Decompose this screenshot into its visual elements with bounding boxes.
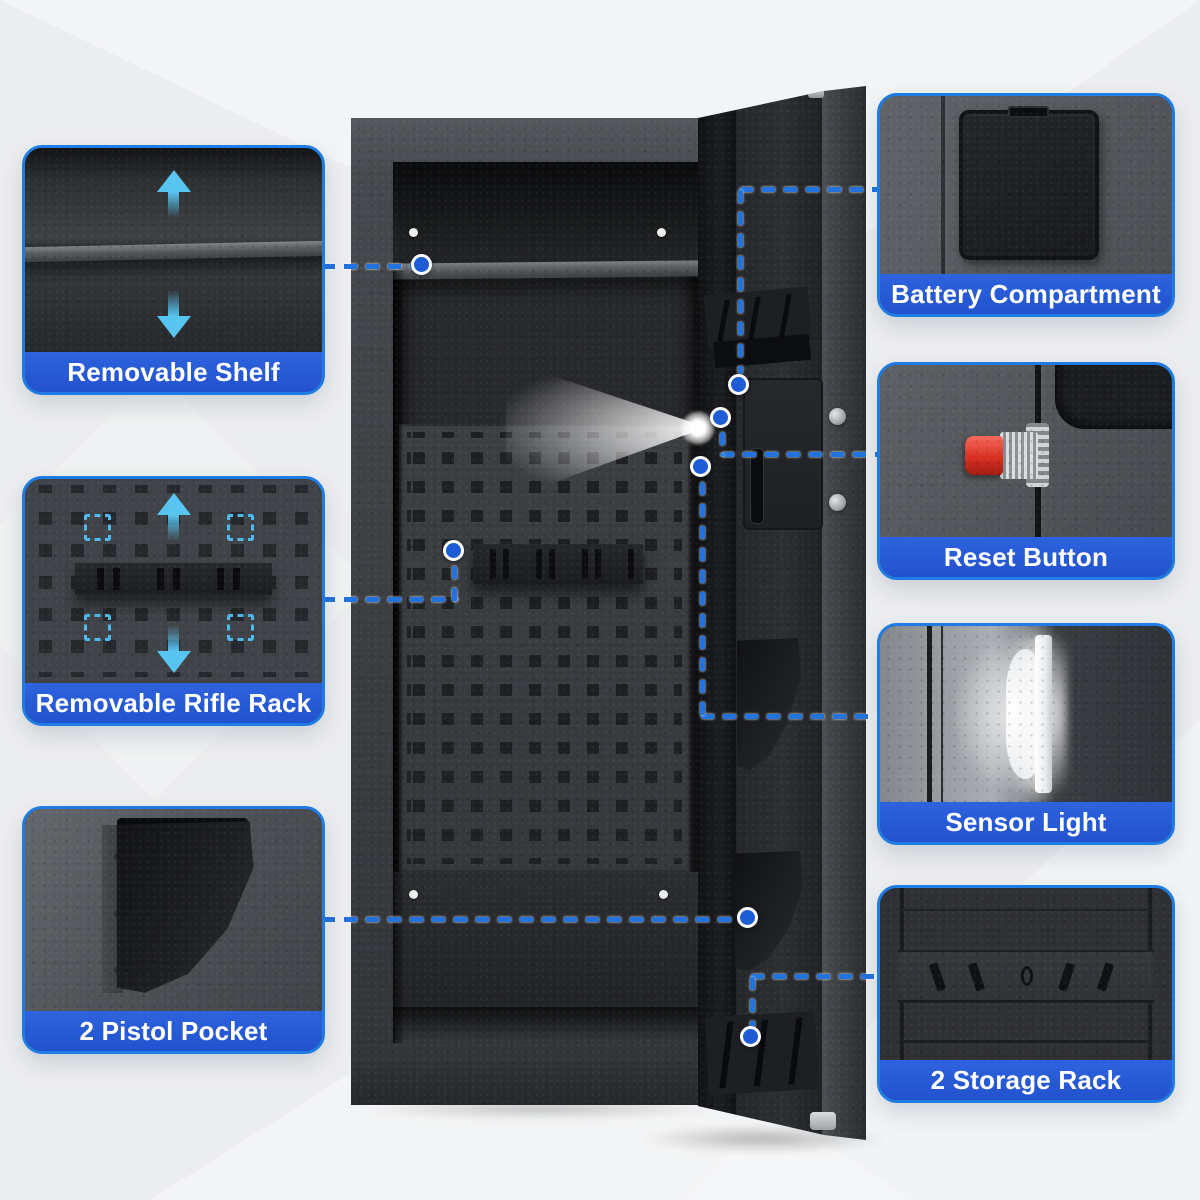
mount-hole-marker-icon bbox=[84, 513, 112, 541]
callout-storage-rack: 2 Storage Rack bbox=[877, 885, 1175, 1103]
connector-sensor-line-vertical bbox=[700, 482, 705, 718]
door-seam bbox=[941, 626, 944, 802]
panel-edge-line bbox=[900, 1039, 1152, 1043]
connector-rifle-rack-dot bbox=[443, 540, 464, 561]
door-seam bbox=[926, 626, 932, 802]
lock-panel-corner bbox=[1055, 365, 1172, 429]
connector-battery-dot bbox=[728, 374, 749, 395]
interior-top-shadow bbox=[393, 162, 698, 270]
arrow-up-icon bbox=[156, 493, 191, 541]
removable-shelf bbox=[393, 260, 698, 280]
removable-rifle-rack-label: Removable Rifle Rack bbox=[25, 683, 322, 723]
reset-button-label: Reset Button bbox=[880, 537, 1172, 577]
storage-rack-label: 2 Storage Rack bbox=[880, 1060, 1172, 1100]
door-seam bbox=[941, 96, 946, 274]
reset-button-photo bbox=[880, 365, 1172, 537]
connector-battery-line bbox=[740, 187, 879, 192]
mount-hole bbox=[409, 890, 418, 899]
rifle-rack-photo bbox=[25, 479, 322, 683]
mount-hole-marker-icon bbox=[226, 613, 254, 641]
sensor-light-label: Sensor Light bbox=[880, 802, 1172, 842]
pistol-pocket-label: 2 Pistol Pocket bbox=[25, 1011, 322, 1051]
safe-interior bbox=[393, 162, 698, 1043]
callout-battery-compartment: Battery Compartment bbox=[877, 93, 1175, 317]
connector-rifle-rack-line-vertical bbox=[452, 566, 457, 602]
removable-shelf-photo bbox=[25, 148, 322, 352]
interior-left-shadow bbox=[393, 270, 405, 1043]
interior-floor bbox=[393, 1007, 698, 1043]
interior-lower-panel bbox=[393, 872, 698, 1007]
reset-button-red-cap bbox=[964, 435, 1003, 476]
rack-slot-center bbox=[1020, 966, 1033, 986]
rack-slot bbox=[967, 961, 986, 992]
connector-storage-line-vertical bbox=[750, 977, 755, 1029]
sensor-light-bar bbox=[1034, 634, 1053, 794]
connector-reset-line-vertical bbox=[720, 432, 725, 456]
mount-hole bbox=[657, 228, 666, 237]
removable-shelf-label: Removable Shelf bbox=[25, 352, 322, 392]
door-keypad-slot bbox=[750, 448, 764, 524]
callout-removable-shelf: Removable Shelf bbox=[22, 145, 325, 395]
storage-rack-band bbox=[897, 949, 1155, 1004]
callout-removable-rifle-rack: Removable Rifle Rack bbox=[22, 476, 325, 726]
rifle-rack-bar bbox=[75, 562, 272, 596]
storage-rack-photo bbox=[880, 888, 1172, 1060]
door-outer-edge bbox=[822, 86, 866, 1140]
battery-compartment-label: Battery Compartment bbox=[880, 274, 1172, 314]
mount-hole-marker-icon bbox=[84, 613, 112, 641]
door-storage-rack-bottom bbox=[705, 1011, 819, 1095]
pegboard-panel bbox=[399, 424, 690, 872]
reset-button-collar bbox=[999, 432, 1038, 479]
pegboard-holes bbox=[407, 432, 682, 864]
connector-sensor-line bbox=[701, 714, 879, 719]
sensor-light-photo bbox=[880, 626, 1172, 802]
connector-reset-dot bbox=[710, 407, 731, 428]
connector-removable-shelf-line bbox=[322, 264, 418, 269]
battery-compartment-photo bbox=[880, 96, 1172, 274]
connector-sensor-dot bbox=[690, 456, 711, 477]
connector-pistol-pocket-line bbox=[322, 917, 738, 922]
rack-slot bbox=[929, 961, 947, 992]
door-inner-face bbox=[736, 86, 822, 1140]
connector-removable-shelf-dot bbox=[411, 254, 432, 275]
door-foot bbox=[810, 1112, 836, 1130]
connector-pistol-pocket-dot bbox=[737, 907, 758, 928]
callout-pistol-pocket: 2 Pistol Pocket bbox=[22, 806, 325, 1054]
mount-hole bbox=[659, 890, 668, 899]
door-lock-bolt bbox=[829, 408, 846, 425]
connector-storage-dot bbox=[740, 1026, 761, 1047]
door-hinge-pin bbox=[808, 88, 824, 98]
mount-hole-marker-icon bbox=[226, 513, 254, 541]
battery-cover bbox=[958, 110, 1099, 260]
pistol-pocket-photo bbox=[25, 809, 322, 1011]
arrow-down-icon bbox=[156, 290, 191, 338]
rifle-rack bbox=[473, 544, 643, 584]
battery-cover-clip bbox=[1008, 105, 1050, 119]
rack-slot bbox=[1057, 961, 1076, 992]
rack-slot bbox=[1096, 961, 1114, 992]
safe-door-open bbox=[698, 86, 866, 1140]
connector-reset-line bbox=[721, 452, 879, 457]
mount-hole bbox=[409, 228, 418, 237]
connector-rifle-rack-line bbox=[322, 597, 458, 602]
arrow-up-icon bbox=[156, 170, 191, 218]
connector-storage-line bbox=[751, 974, 879, 979]
connector-battery-line-vertical bbox=[738, 190, 743, 374]
door-lock-bolt bbox=[829, 494, 846, 511]
arrow-down-icon bbox=[156, 625, 191, 673]
callout-sensor-light: Sensor Light bbox=[877, 623, 1175, 845]
callout-reset-button: Reset Button bbox=[877, 362, 1175, 580]
